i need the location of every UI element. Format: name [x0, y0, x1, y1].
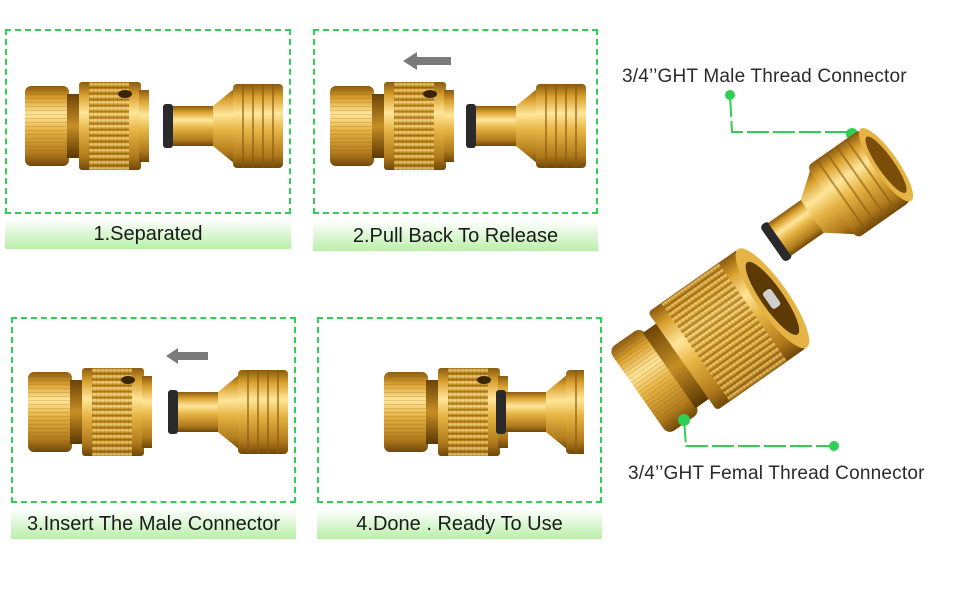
male-connector-label: 3/4’’GHT Male Thread Connector [622, 66, 907, 87]
female-connector-label: 3/4’’GHT Femal Thread Connector [628, 463, 925, 484]
step-4-caption: 4.Done . Ready To Use [317, 509, 602, 539]
step-2-illustration [330, 82, 587, 170]
male-callout-leader [725, 90, 858, 140]
step-1-caption: 1.Separated [5, 219, 291, 249]
step-3-caption: 3.Insert The Male Connector [11, 509, 296, 539]
step-3-illustration [28, 368, 288, 456]
female-callout-leader [678, 414, 839, 451]
arrow-left-icon [403, 52, 451, 70]
connector-product-illustration [611, 90, 914, 451]
step-2-caption: 2.Pull Back To Release [313, 221, 598, 251]
step-1-illustration [25, 82, 284, 170]
arrow-left-icon [166, 348, 208, 364]
step-4-illustration [384, 368, 584, 456]
